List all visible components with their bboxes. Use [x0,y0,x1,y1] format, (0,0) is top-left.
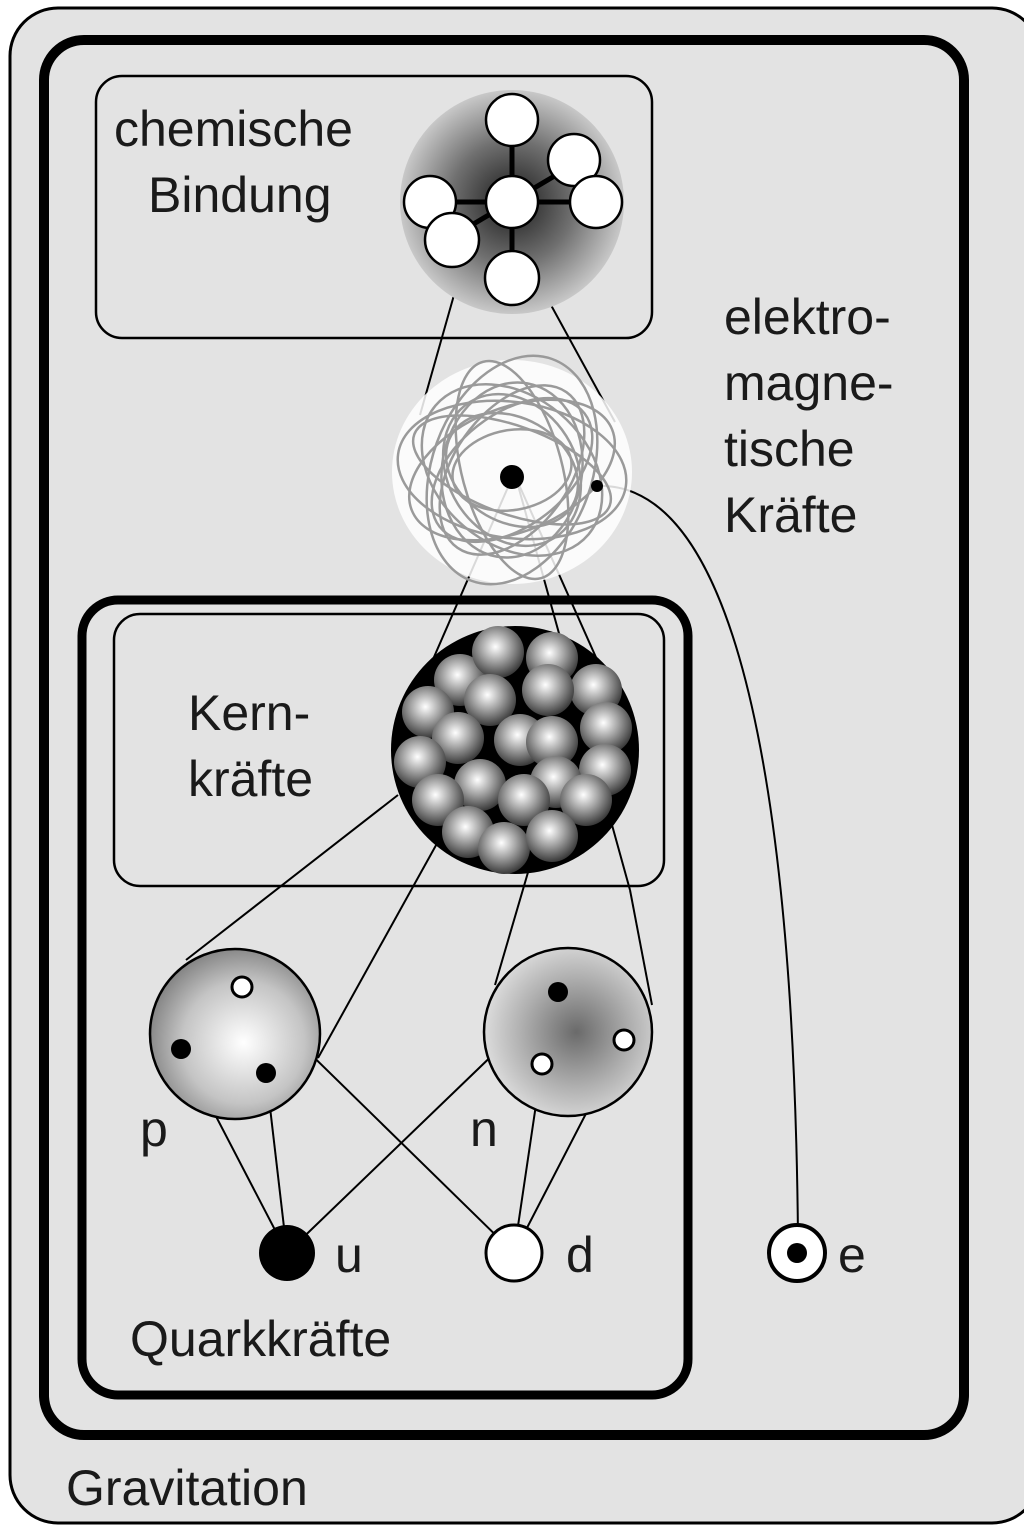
proton-icon [148,947,322,1121]
neutron-quark-up [548,982,568,1002]
label-nuclear-line1: Kern- [188,685,310,741]
atom-nucleus-dot [500,465,524,489]
up-quark-icon [259,1225,315,1281]
label-quark-forces: Quarkkräfte [130,1311,391,1367]
proton-quark-down [230,975,254,999]
neutron-quark-down-2 [612,1028,636,1052]
label-down-quark: d [566,1227,594,1283]
down-quark-icon [484,1223,544,1283]
label-em-line1: elektro- [724,289,891,345]
label-proton: p [140,1101,168,1157]
label-em-line4: Kräfte [724,487,857,543]
proton-quark-up-1 [171,1039,191,1059]
label-chemical-line1: chemische [114,101,353,157]
label-up-quark: u [335,1227,363,1283]
label-neutron: n [470,1101,498,1157]
orbit-electron-dot [591,480,603,492]
label-em-line3: tische [724,421,855,477]
neutron-quark-down-1 [530,1052,554,1076]
electron-icon [767,1223,827,1283]
label-electron: e [838,1227,866,1283]
atom-orbits [392,354,632,586]
neutron-icon [482,946,654,1118]
label-em-line2: magne- [724,355,894,411]
label-gravitation: Gravitation [66,1460,308,1516]
label-nuclear-line2: kräfte [188,751,313,807]
proton-quark-up-2 [256,1063,276,1083]
nucleus-icon [391,626,639,874]
molecule-icon [400,90,624,314]
label-chemical-line2: Bindung [148,167,332,223]
